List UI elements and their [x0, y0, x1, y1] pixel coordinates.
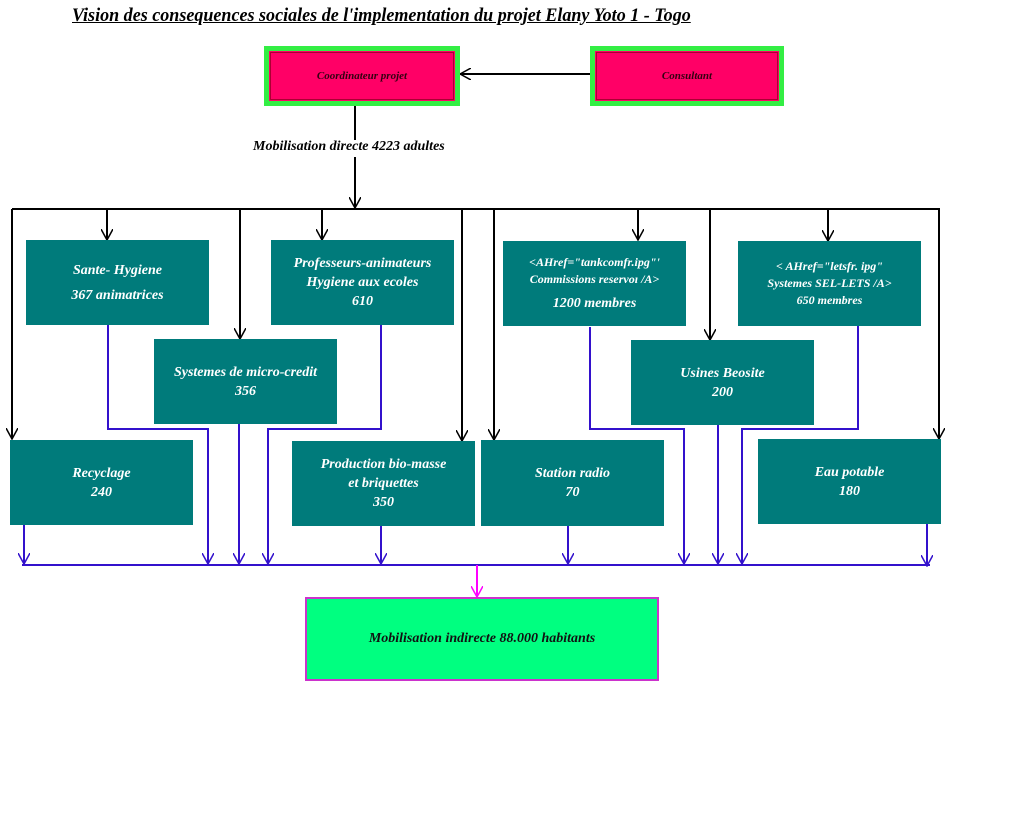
sel-lets-node[interactable]: < AHref="letsfr. ipg" Systemes SEL-LETS … — [738, 241, 921, 326]
eau-potable-node[interactable]: Eau potable 180 — [758, 439, 941, 524]
recyclage-node[interactable]: Recyclage 240 — [10, 440, 193, 525]
commissions-node[interactable]: <AHref="tankcomfr.ipg"' Commissions rese… — [503, 241, 686, 326]
link-commissions-result — [589, 327, 684, 564]
microcredit-count: 356 — [235, 383, 256, 399]
professeurs-title: Professeurs-animateurs — [293, 256, 432, 271]
link-sante-result — [107, 325, 208, 564]
biomasse-count: 350 — [373, 495, 394, 510]
recyclage-title: Recyclage — [72, 465, 131, 481]
radio-title: Station radio — [534, 466, 611, 481]
radio-node[interactable]: Station radio 70 — [481, 440, 664, 526]
radio-count: 70 — [565, 485, 580, 500]
usines-count: 200 — [712, 384, 733, 400]
commissions-count: 1200 membres — [552, 296, 637, 311]
link-sellets-result — [742, 326, 859, 564]
commissions-title: Commissions reservoı /A> — [529, 272, 660, 286]
biomasse-node[interactable]: Production bio-masse et briquettes 350 — [292, 441, 475, 526]
coordinator-node[interactable]: Coordinateur projet — [264, 46, 460, 106]
eau-title: Eau potable — [814, 464, 885, 480]
usines-title: Usines Beosite — [680, 365, 765, 381]
professeurs-subtitle: Hygiene aux ecoles — [306, 275, 419, 290]
professeurs-count: 610 — [352, 294, 373, 309]
sante-title: Sante- Hygiene — [72, 262, 163, 278]
microcredit-title: Systemes de micro-credit — [173, 364, 318, 380]
indirect-mobilisation-node[interactable]: Mobilisation indirecte 88.000 habitants — [305, 597, 659, 681]
diagram-title: Vision des consequences sociales de l'im… — [72, 5, 691, 26]
sante-count: 367 animatrices — [71, 287, 164, 303]
biomasse-title: Production bio-masse — [320, 457, 447, 472]
eau-count: 180 — [839, 483, 860, 499]
link-professeurs-result — [268, 325, 382, 564]
recyclage-count: 240 — [91, 484, 112, 500]
consultant-label: Consultant — [661, 70, 713, 82]
sel-lets-title: Systemes SEL-LETS /A> — [767, 276, 892, 290]
commissions-link-text: <AHref="tankcomfr.ipg"' — [529, 255, 660, 269]
indirect-mobilisation-label: Mobilisation indirecte 88.000 habitants — [368, 631, 596, 646]
direct-mobilisation-label: Mobilisation directe 4223 adultes — [253, 139, 445, 154]
sel-lets-link-text: < AHref="letsfr. ipg" — [776, 259, 883, 273]
professeurs-node[interactable]: Professeurs-animateurs Hygiene aux ecole… — [271, 240, 454, 325]
microcredit-node[interactable]: Systemes de micro-credit 356 — [154, 339, 337, 424]
coordinator-label: Coordinateur projet — [316, 70, 408, 82]
biomasse-subtitle: et briquettes — [348, 476, 419, 491]
usines-node[interactable]: Usines Beosite 200 — [631, 340, 814, 425]
sante-hygiene-node[interactable]: Sante- Hygiene 367 animatrices — [26, 240, 209, 325]
sel-lets-count: 650 membres — [796, 293, 863, 307]
consultant-node[interactable]: Consultant — [590, 46, 784, 106]
